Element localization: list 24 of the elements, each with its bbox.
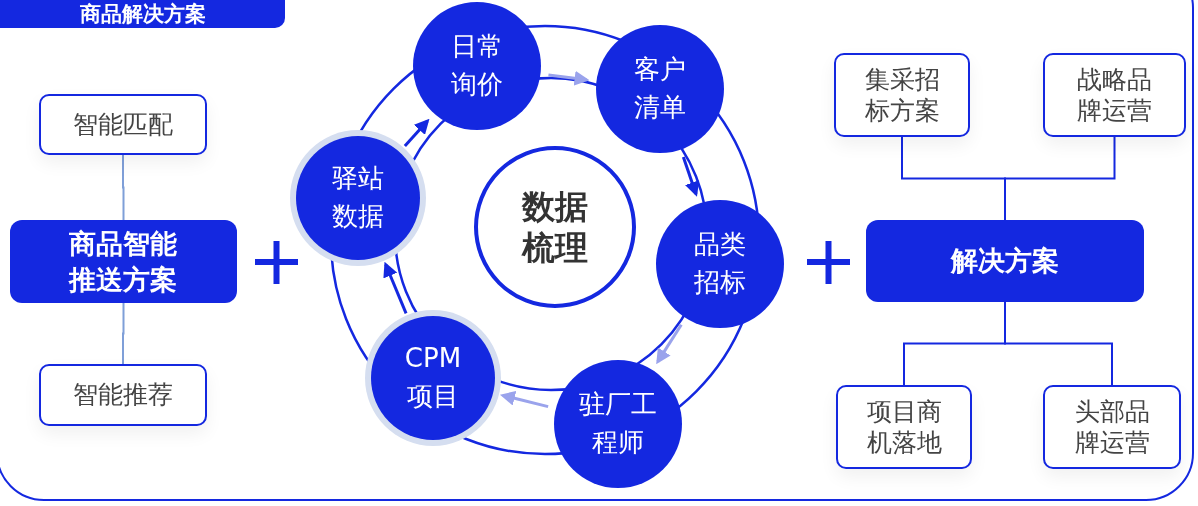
option-box: 项目商机落地 <box>836 385 972 469</box>
connector-line <box>1004 301 1113 386</box>
arrow <box>499 391 549 409</box>
arrow <box>548 70 590 86</box>
step-circle: 日常询价 <box>413 2 541 130</box>
option-box: 战略品牌运营 <box>1043 53 1186 137</box>
option-box: 智能推荐 <box>39 364 207 426</box>
step-circle: 客户清单 <box>596 25 724 153</box>
arrow <box>403 118 430 147</box>
option-box: 头部品牌运营 <box>1043 385 1181 469</box>
arrow <box>656 323 683 365</box>
step-circle: 品类招标 <box>656 200 784 328</box>
connector-line <box>122 154 125 221</box>
solution-box: 解决方案 <box>866 220 1144 302</box>
title-tab: 商品解决方案 <box>0 0 285 28</box>
step-circle: 驻厂工程师 <box>554 360 682 488</box>
option-box: 集采招标方案 <box>834 53 970 137</box>
option-box: 智能匹配 <box>39 94 207 155</box>
connector-line <box>1004 136 1116 221</box>
solution-box: 商品智能推送方案 <box>10 220 237 303</box>
connector-line <box>122 302 125 365</box>
arrow <box>383 261 408 314</box>
arrow <box>681 156 700 197</box>
hub-circle: 数据梳理 <box>474 146 636 308</box>
